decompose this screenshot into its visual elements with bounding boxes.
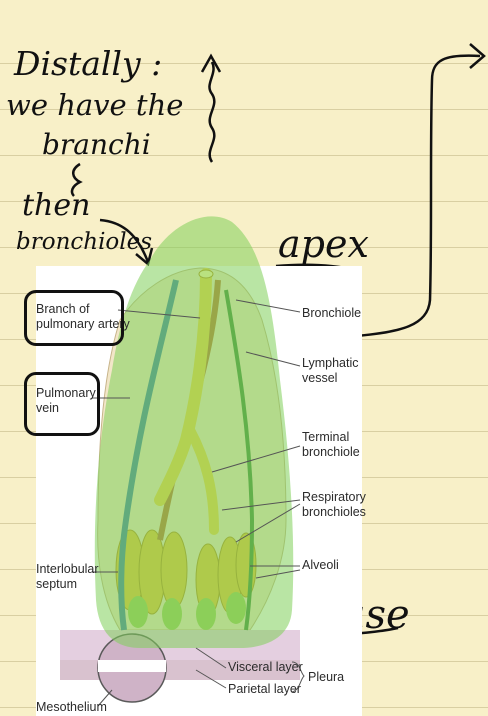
handwritten-box-vein	[24, 372, 100, 436]
label-alveoli: Alveoli	[302, 558, 339, 573]
green-highlight	[95, 216, 293, 648]
label-lymphatic-vessel: Lymphatic vessel	[302, 356, 359, 386]
label-respiratory-bronchioles: Respiratory bronchioles	[302, 490, 366, 520]
label-terminal-bronchiole: Terminal bronchiole	[302, 430, 360, 460]
label-parietal-layer: Parietal layer	[228, 682, 301, 697]
handwritten-box-artery	[24, 290, 124, 346]
label-mesothelium: Mesothelium	[36, 700, 107, 715]
label-visceral-layer: Visceral layer	[228, 660, 303, 675]
label-pleura: Pleura	[308, 670, 344, 685]
label-bronchiole: Bronchiole	[302, 306, 361, 321]
label-interlobular-septum: Interlobular septum	[36, 562, 99, 592]
